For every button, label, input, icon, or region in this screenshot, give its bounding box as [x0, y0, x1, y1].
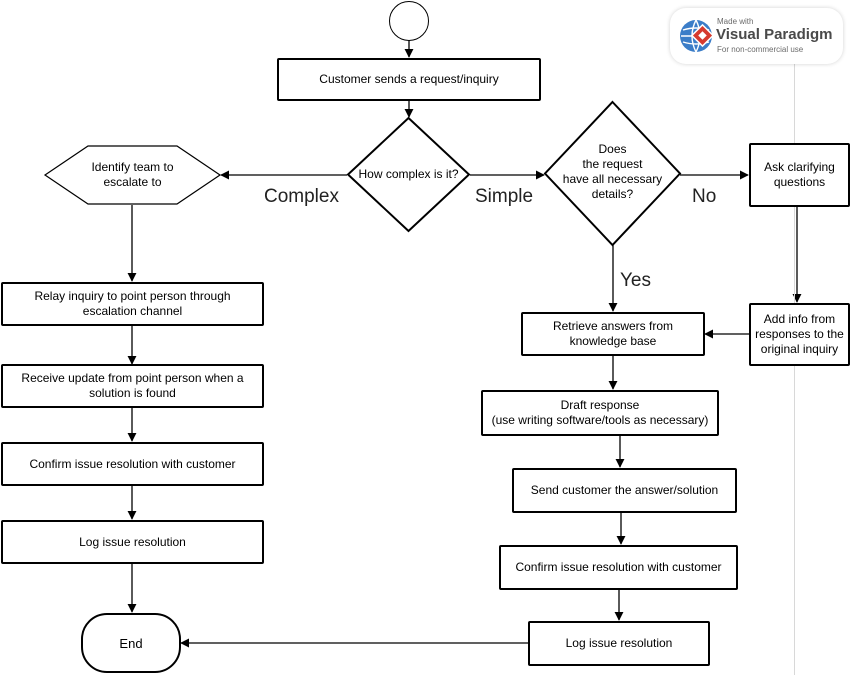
visual-paradigm-badge[interactable]: Made with Visual Paradigm For non-commer… — [670, 8, 843, 64]
edge-label-simple: Simple — [475, 186, 534, 207]
node-label: How complex is it? — [358, 167, 459, 181]
edge-label-complex: Complex — [264, 186, 339, 207]
node-label: Draft response (use writing software/too… — [491, 398, 709, 427]
node-identify-team[interactable]: Identify team to escalate to — [43, 145, 222, 205]
node-log-resolution-left[interactable]: Log issue resolution — [1, 520, 264, 564]
node-label: Send customer the answer/solution — [530, 483, 719, 497]
diamond-shape — [543, 100, 682, 247]
node-label: Relay inquiry to point person through es… — [34, 289, 231, 318]
visual-paradigm-logo-icon — [680, 19, 714, 53]
node-label: Receive update from point person when a … — [21, 371, 244, 400]
node-receive-update[interactable]: Receive update from point person when a … — [1, 364, 264, 408]
badge-note: For non-commercial use — [717, 45, 804, 54]
edge-label-yes: Yes — [620, 270, 651, 291]
start-node[interactable] — [389, 1, 429, 41]
node-send-answer[interactable]: Send customer the answer/solution — [512, 468, 737, 513]
node-add-info[interactable]: Add info from responses to the original … — [749, 303, 850, 366]
node-ask-clarifying[interactable]: Ask clarifying questions — [749, 143, 850, 207]
node-retrieve-answers[interactable]: Retrieve answers from knowledge base — [521, 312, 705, 356]
page-boundary-line — [794, 64, 795, 675]
edge-label-no: No — [692, 186, 717, 207]
node-label: Customer sends a request/inquiry — [319, 72, 499, 86]
node-confirm-resolution-right[interactable]: Confirm issue resolution with customer — [499, 545, 738, 590]
badge-brand: Visual Paradigm — [716, 26, 833, 43]
node-confirm-resolution-left[interactable]: Confirm issue resolution with customer — [1, 442, 264, 486]
node-label: Log issue resolution — [79, 534, 186, 549]
diamond-shape — [346, 116, 471, 233]
node-label: Confirm issue resolution with customer — [515, 560, 722, 574]
node-label: Add info from responses to the original … — [755, 312, 844, 356]
node-label: Retrieve answers from knowledge base — [552, 319, 674, 348]
node-draft-response[interactable]: Draft response (use writing software/too… — [481, 390, 719, 436]
decision-complexity[interactable]: How complex is it? — [346, 116, 471, 233]
badge-made-with: Made with — [717, 17, 754, 26]
node-relay-inquiry[interactable]: Relay inquiry to point person through es… — [1, 282, 264, 326]
end-node[interactable]: End — [81, 613, 181, 673]
node-label: Does the request have all necessary deta… — [562, 141, 663, 201]
hexagon-shape — [43, 145, 222, 205]
node-label: Confirm issue resolution with customer — [29, 456, 236, 471]
node-label: Identify team to escalate to — [91, 160, 174, 189]
node-log-resolution-right[interactable]: Log issue resolution — [528, 621, 710, 666]
node-label: End — [119, 635, 143, 651]
node-label: Ask clarifying questions — [764, 160, 835, 189]
node-label: Log issue resolution — [565, 636, 673, 650]
decision-details[interactable]: Does the request have all necessary deta… — [543, 100, 682, 247]
node-customer-request[interactable]: Customer sends a request/inquiry — [277, 58, 541, 101]
